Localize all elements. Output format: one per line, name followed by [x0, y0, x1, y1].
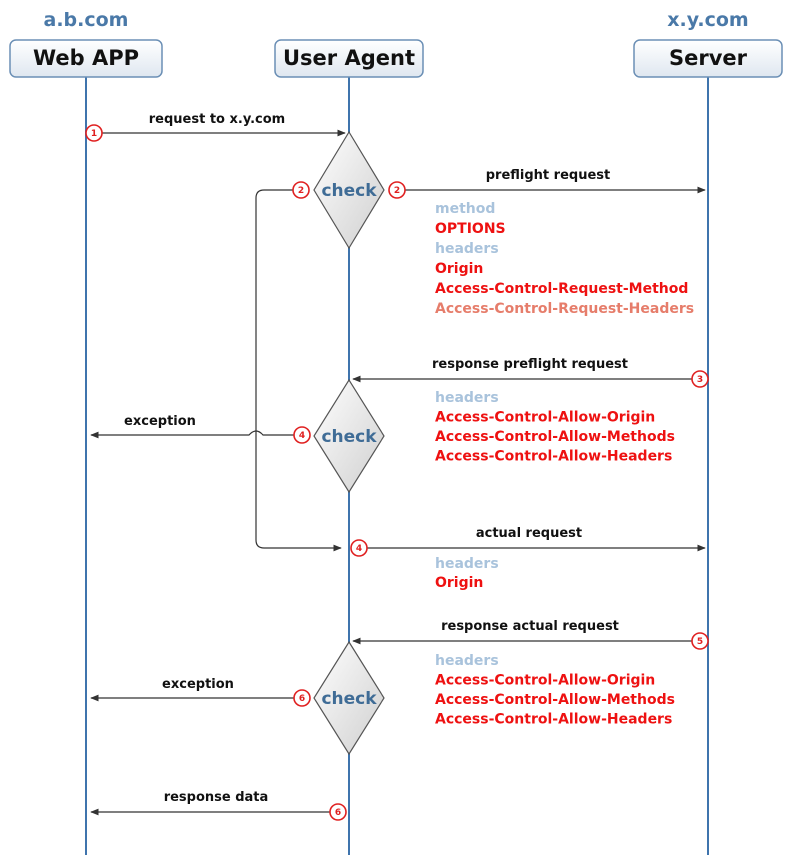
- step-badge-2: 2: [388, 181, 406, 199]
- header-line: Access-Control-Allow-Origin: [435, 410, 655, 426]
- msg-label-preflight: preflight request: [486, 168, 610, 183]
- header-line: headers: [435, 390, 499, 406]
- header-block-preflight-response: headersAccess-Control-Allow-OriginAccess…: [435, 390, 675, 465]
- header-line: OPTIONS: [435, 221, 506, 237]
- svg-text:2: 2: [394, 186, 400, 196]
- header-line: Access-Control-Allow-Methods: [435, 692, 675, 708]
- header-line: Access-Control-Allow-Headers: [435, 712, 672, 728]
- step-badge-4-exception: 4: [293, 426, 311, 444]
- actor-label-server: Server: [669, 46, 748, 70]
- check-diamond-1: check: [313, 130, 385, 250]
- svg-text:2: 2: [298, 186, 304, 196]
- retry-loop-path: [255, 189, 342, 552]
- header-line: headers: [435, 653, 499, 669]
- check-label-1: check: [321, 181, 377, 201]
- header-line: method: [435, 201, 495, 217]
- svg-text:3: 3: [697, 375, 703, 385]
- svg-text:4: 4: [299, 431, 305, 441]
- svg-text:6: 6: [299, 694, 305, 704]
- msg-label-response-data: response data: [164, 790, 269, 805]
- svg-text:1: 1: [91, 129, 97, 139]
- msg-label-preflight-response: response preflight request: [432, 357, 628, 372]
- step-badge-6-response: 6: [329, 803, 347, 821]
- msg-label-actual-request: actual request: [476, 526, 582, 541]
- msg-label-exception-2: exception: [162, 677, 234, 692]
- check-label-3: check: [321, 689, 377, 709]
- step-badge-5: 5: [691, 632, 709, 650]
- svg-text:4: 4: [356, 544, 362, 554]
- header-line: Access-Control-Allow-Origin: [435, 673, 655, 689]
- svg-text:6: 6: [335, 808, 341, 818]
- step-badge-1: 1: [85, 124, 103, 142]
- header-block-actual-response: headersAccess-Control-Allow-OriginAccess…: [435, 653, 675, 728]
- header-line: headers: [435, 556, 499, 572]
- step-badge-3: 3: [691, 370, 709, 388]
- msg-label-actual-response: response actual request: [441, 619, 619, 634]
- actor-agent: User Agent: [274, 39, 424, 78]
- check-label-2: check: [321, 427, 377, 447]
- check-diamond-2: check: [313, 378, 385, 494]
- actor-label-agent: User Agent: [283, 46, 415, 70]
- header-line: headers: [435, 241, 499, 257]
- header-line: Origin: [435, 575, 483, 591]
- check-diamond-3: check: [313, 640, 385, 756]
- msg-label-exception-1: exception: [124, 414, 196, 429]
- actor-webapp: Web APP: [9, 39, 163, 78]
- actor-domain-webapp: a.b.com: [44, 9, 129, 31]
- actor-label-webapp: Web APP: [33, 46, 139, 70]
- header-line: Origin: [435, 261, 483, 277]
- step-badge-2-loop: 2: [292, 181, 310, 199]
- header-line: Access-Control-Request-Method: [435, 281, 688, 297]
- header-line: Access-Control-Allow-Headers: [435, 449, 672, 465]
- msg-arrow-exception-1: [90, 430, 294, 439]
- actor-domain-server: x.y.com: [667, 9, 748, 31]
- header-line: Access-Control-Request-Headers: [435, 301, 694, 317]
- header-line: Access-Control-Allow-Methods: [435, 429, 675, 445]
- msg-label-request: request to x.y.com: [149, 112, 285, 127]
- actor-server: Server: [633, 39, 783, 78]
- step-badge-6-exception: 6: [293, 689, 311, 707]
- step-badge-4-actual: 4: [350, 539, 368, 557]
- svg-text:5: 5: [697, 637, 703, 647]
